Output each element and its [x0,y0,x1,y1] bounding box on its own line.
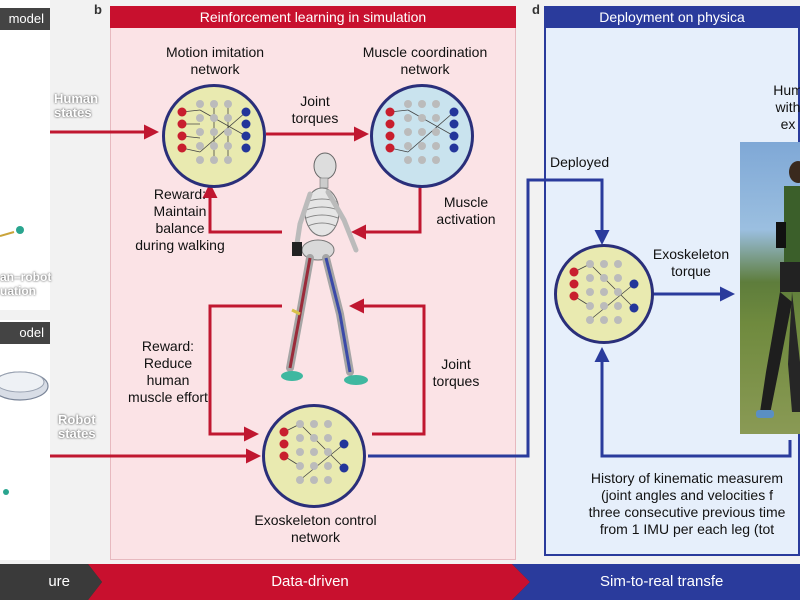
deployed-label: Deployed [550,154,610,170]
footer-chevron-left [0,564,102,600]
left-panel-graphics [0,226,49,495]
footer-right-text: Sim-to-real transfe [600,573,724,590]
left-panel-top-tag: model [0,8,50,30]
arrow-deployed [368,178,610,458]
muscle-network-nodes [385,100,459,164]
exo-network-nodes [279,420,349,484]
footer-chevron-data-driven [88,564,530,600]
panel-letter-b: b [94,2,102,17]
deployment-panel-title: Deployment on physica [544,6,800,28]
left-panel-top [0,0,50,310]
footer-chevron-sim-to-real [512,564,800,600]
deployed-network-nodes [569,260,639,324]
arrow-muscle-activation [351,170,422,240]
skeleton-figure [281,152,368,385]
footer-left-text: ure [48,573,70,590]
arrow-history [594,347,792,458]
walking-person-figure [756,161,800,418]
footer-middle-text: Data-driven [271,573,349,590]
motion-network-nodes [177,100,251,164]
arrow-reward-balance [202,183,282,234]
exoskeleton-photo [740,142,800,434]
left-panel-bottom-tag: odel [0,322,50,344]
arrow-joint-torques-right [349,298,426,436]
footer-chevrons [0,564,800,600]
simulation-panel-title: Reinforcement learning in simulation [110,6,516,28]
history-label: History of kinematic measurem(joint angl… [588,470,786,537]
left-panel-bottom [0,320,50,560]
panel-letter-d: d [532,2,540,17]
arrow-reward-effort [208,304,282,442]
